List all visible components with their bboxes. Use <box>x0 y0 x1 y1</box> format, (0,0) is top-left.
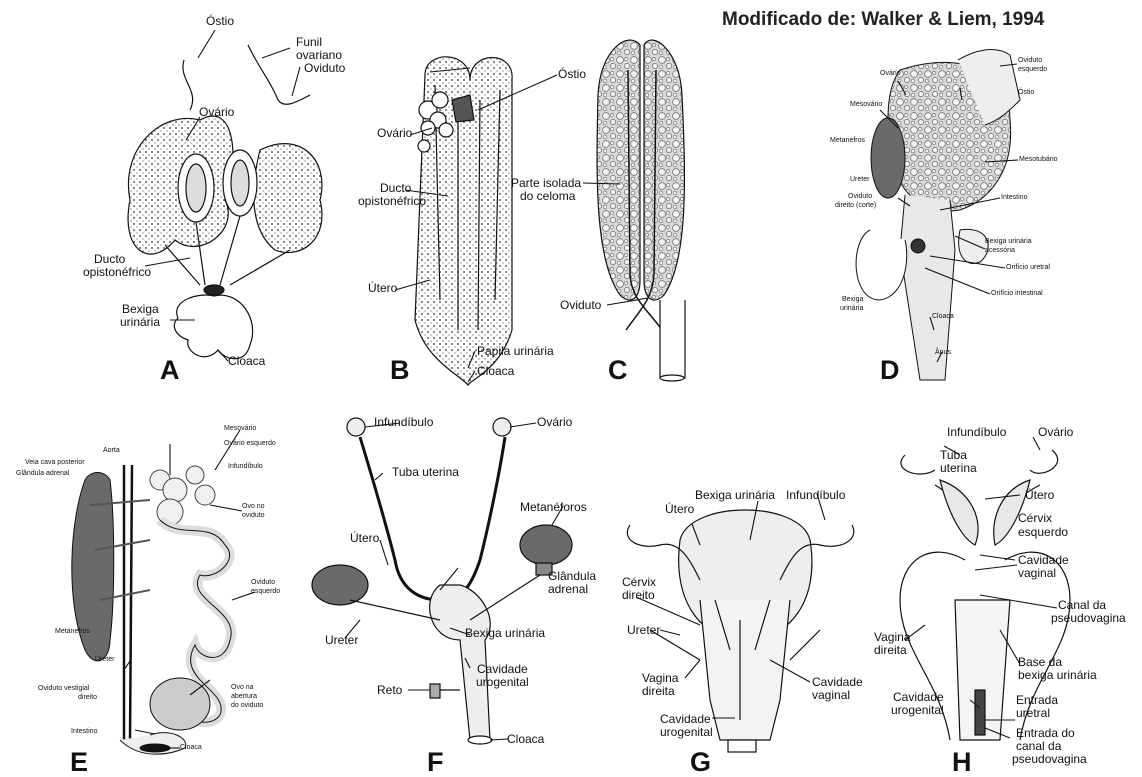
panel-letter-b: B <box>390 356 410 384</box>
label-h-cervix: Cérvix <box>1018 512 1052 525</box>
figure-credit: Modificado de: Walker & Liem, 1994 <box>722 9 1044 31</box>
label-d-urinaria: urinária <box>840 305 863 313</box>
label-e-ovo-na: Ovo na <box>231 684 254 692</box>
label-e-aorta: Aorta <box>103 447 120 455</box>
label-b-utero: Útero <box>368 282 397 295</box>
label-d-intestino: Intestino <box>1001 194 1027 202</box>
label-d-orificio-intestinal: Orifício intestinal <box>991 290 1043 298</box>
label-h-uretral: uretral <box>1016 707 1050 720</box>
label-g-vaginal: vaginal <box>812 689 850 702</box>
label-f-utero: Útero <box>350 532 379 545</box>
label-f-ovario: Ovário <box>537 416 572 429</box>
label-h-vaginal: vaginal <box>1018 567 1056 580</box>
label-g-ureter: Ureter <box>627 624 660 637</box>
label-h-pseudovagina-2: pseudovagina <box>1012 753 1087 766</box>
label-h-urogenital: urogenital <box>891 704 944 717</box>
label-f-tuba-uterina: Tuba uterina <box>392 466 459 479</box>
label-h-direita: direita <box>874 644 907 657</box>
label-b-cloaca: Cloaca <box>477 365 514 378</box>
label-b-opistonefrico: opistonéfrico <box>358 195 426 208</box>
label-d-ureter: Ureter <box>850 176 869 184</box>
panel-letter-e: E <box>70 748 88 776</box>
label-a-ovario: Ovário <box>199 106 234 119</box>
label-h-bexiga-urinaria: bexiga urinária <box>1018 669 1097 682</box>
label-d-oviduto: Oviduto <box>1018 57 1042 65</box>
label-d-oviduto-direito: Oviduto <box>848 193 872 201</box>
label-e-ovo-no: Ovo no <box>242 503 265 511</box>
label-h-esquerdo: esquerdo <box>1018 526 1068 539</box>
label-b-ovario: Ovário <box>377 127 412 140</box>
label-e-metanefros: Metanefros <box>55 628 90 636</box>
label-e-oviduto: oviduto <box>242 512 265 520</box>
panel-letter-a: A <box>160 356 180 384</box>
label-f-ureter: Ureter <box>325 634 358 647</box>
label-d-cloaca: Cloaca <box>932 313 954 321</box>
label-d-direito-corte: direito (corte) <box>835 202 876 210</box>
label-f-adrenal: adrenal <box>548 583 588 596</box>
label-e-glandula-adrenal: Glândula adrenal <box>16 470 69 478</box>
label-e-abertura: abertura <box>231 693 257 701</box>
label-e-mesovario: Mesovário <box>224 425 256 433</box>
label-e-intestino: Intestino <box>71 728 97 736</box>
label-f-cloaca: Cloaca <box>507 733 544 746</box>
label-e-oviduto-vestigial: Oviduto vestigial <box>38 685 89 693</box>
label-g-urogenital: urogenital <box>660 726 713 739</box>
label-c-oviduto: Oviduto <box>560 299 601 312</box>
label-g-direita: direita <box>642 685 675 698</box>
label-e-infundibulo: Infundíbulo <box>228 463 263 471</box>
label-h-utero: Útero <box>1025 489 1054 502</box>
label-e-direito: direito <box>78 694 97 702</box>
label-f-reto: Reto <box>377 684 402 697</box>
label-h-ovario: Ovário <box>1038 426 1073 439</box>
label-e-ureter: Ureter <box>95 656 114 664</box>
label-g-bexiga-urinaria: Bexiga urinária <box>695 489 775 502</box>
label-d-bexiga-acessoria: Bexiga urinária <box>985 238 1032 246</box>
panel-letter-c: C <box>608 356 628 384</box>
label-h-uterina: uterina <box>940 462 977 475</box>
label-d-metanefros: Metanefros <box>830 137 865 145</box>
label-f-metaneforos: Metanéforos <box>520 501 587 514</box>
label-d-bexiga: Bexiga <box>842 296 863 304</box>
label-f-infundibulo: Infundíbulo <box>374 416 433 429</box>
label-c-celoma: do celoma <box>520 190 575 203</box>
label-e-veia-cava: Veia cava posterior <box>25 459 85 467</box>
label-f-urogenital: urogenital <box>476 676 529 689</box>
label-d-acessoria: acessória <box>985 247 1015 255</box>
panel-letter-g: G <box>690 748 711 776</box>
panel-letter-h: H <box>952 748 972 776</box>
label-a-urinaria: urinária <box>120 316 160 329</box>
panel-e-drawing <box>72 465 231 754</box>
label-e-oviduto-esq: Oviduto <box>251 579 275 587</box>
label-g-utero: Útero <box>665 503 694 516</box>
label-b-papila: Papila urinária <box>477 345 554 358</box>
label-d-mesovario: Mesovário <box>850 101 882 109</box>
label-h-infundibulo: Infundíbulo <box>947 426 1006 439</box>
label-g-direito: direito <box>622 589 655 602</box>
label-f-bexiga-urinaria: Bexiga urinária <box>465 627 545 640</box>
label-e-cloaca: Cloaca <box>180 744 202 752</box>
label-a-ostio: Óstio <box>206 15 234 28</box>
label-d-mesotubario: Mesotubário <box>1019 156 1058 164</box>
label-d-ovario: Ovário <box>880 70 901 78</box>
panel-d-drawing <box>856 50 1020 380</box>
panel-letter-f: F <box>427 748 444 776</box>
label-d-orificio-uretral: Orifício uretral <box>1006 264 1050 272</box>
label-a-oviduto: Oviduto <box>304 62 345 75</box>
label-g-infundibulo: Infundíbulo <box>786 489 845 502</box>
label-e-ovario-esquerdo: Ovário esquerdo <box>224 440 276 448</box>
label-d-ostio: Óstio <box>1018 89 1034 97</box>
label-d-esquerdo: esquerdo <box>1018 66 1047 74</box>
label-b-ostio: Óstio <box>558 68 586 81</box>
panel-letter-d: D <box>880 356 900 384</box>
label-e-do-oviduto: do oviduto <box>231 702 263 710</box>
label-h-pseudovagina: pseudovagina <box>1051 612 1126 625</box>
label-e-esquerdo: esquerdo <box>251 588 280 596</box>
panel-c-drawing <box>597 40 685 381</box>
label-d-anus: Ânus <box>935 349 951 357</box>
label-a-cloaca: Cloaca <box>228 355 265 368</box>
label-a-opistonefrico: opistonéfrico <box>83 266 151 279</box>
panel-b-drawing <box>415 57 512 385</box>
